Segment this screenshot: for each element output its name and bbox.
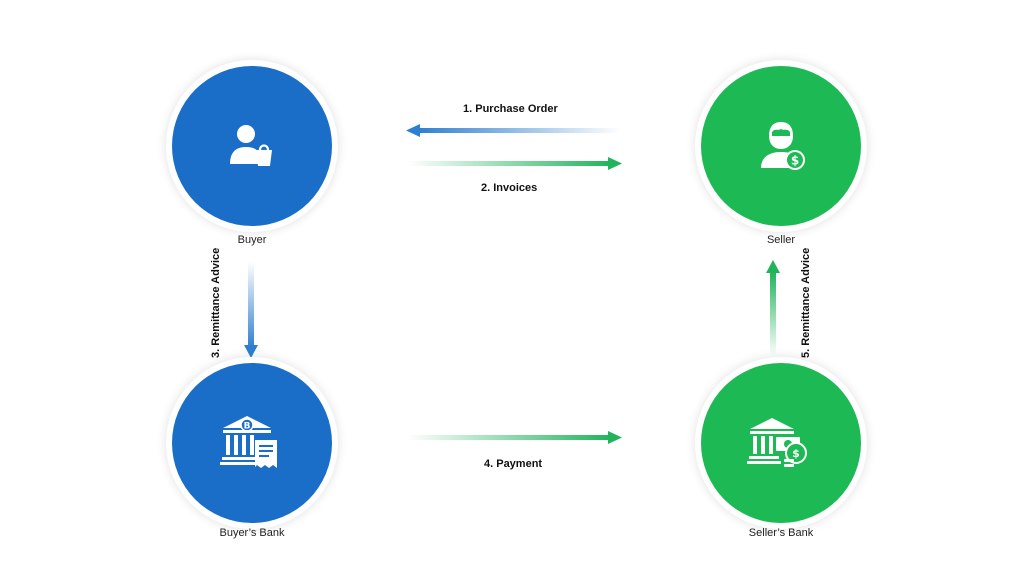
sellers-bank-label: Seller’s Bank bbox=[748, 527, 814, 539]
seller-remittance-label: 5. Remittance Advice bbox=[800, 247, 812, 358]
buyers-bank-node: B bbox=[166, 357, 338, 529]
invoices-arrow bbox=[408, 157, 622, 170]
purchase-order-arrow bbox=[406, 124, 620, 137]
seller-label: Seller bbox=[766, 234, 796, 246]
seller-remittance-arrow bbox=[766, 260, 780, 356]
bank-cash-coins-icon: $ bbox=[747, 418, 807, 467]
buyer-shopping-icon bbox=[230, 125, 272, 166]
bank-bitcoin-receipt-icon: B bbox=[220, 416, 277, 468]
seller-dollar-icon: $ bbox=[761, 122, 805, 170]
svg-text:B: B bbox=[244, 422, 251, 432]
invoices-label: 2. Invoices bbox=[481, 182, 538, 194]
buyer-remittance-arrow bbox=[244, 262, 258, 358]
buyers-bank-label: Buyer’s Bank bbox=[219, 527, 285, 539]
payment-arrow bbox=[408, 431, 622, 444]
svg-text:$: $ bbox=[792, 447, 800, 460]
sellers-bank-node: $ bbox=[695, 357, 867, 529]
svg-text:$: $ bbox=[791, 154, 799, 168]
buyer-label: Buyer bbox=[237, 234, 267, 246]
buyer-node bbox=[166, 60, 338, 232]
buyer-remittance-label: 3. Remittance Advice bbox=[210, 247, 222, 358]
payment-label: 4. Payment bbox=[484, 458, 543, 470]
purchase-order-label: 1. Purchase Order bbox=[463, 103, 558, 115]
seller-node: $ bbox=[695, 60, 867, 232]
